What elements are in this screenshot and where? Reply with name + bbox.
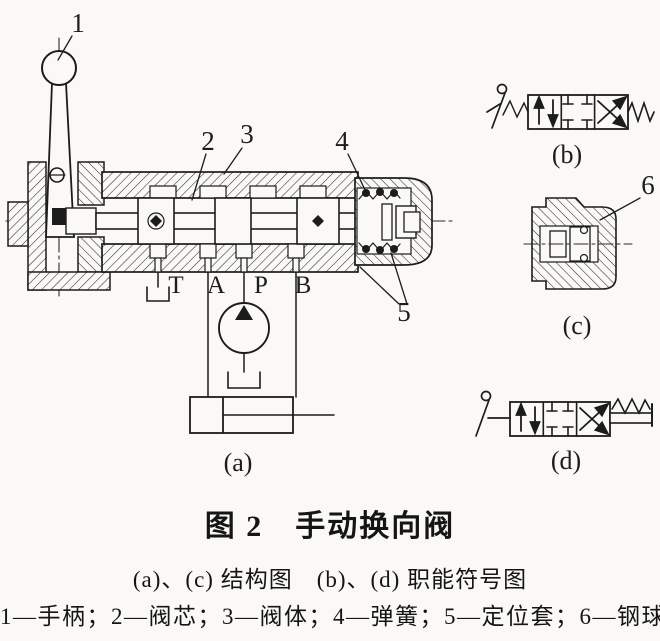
flow-arrows-parallel	[533, 94, 559, 129]
sublabel-a: (a)	[224, 448, 253, 477]
callout-3-leader	[223, 147, 243, 175]
figure-image: 1 2 3 4 5 T A P B (a)	[5, 8, 655, 477]
callout-6: 6	[641, 170, 655, 200]
port-label-b: B	[295, 272, 312, 299]
spool-lands	[137, 197, 340, 245]
valve-box-b	[527, 94, 629, 130]
figure-subtitle: (a)、(c) 结构图 (b)、(d) 职能符号图	[132, 567, 528, 592]
mount-foot	[27, 271, 111, 291]
callout-6-leader	[599, 197, 641, 221]
mount-left-wall	[27, 161, 47, 291]
spring-coil-dots	[362, 188, 398, 254]
figure-legend: 1—手柄；2—阀芯；3—阀体；4—弹簧；5—定位套；6—钢球	[0, 604, 660, 629]
lever-symbol	[486, 83, 529, 129]
handle-knob	[41, 50, 77, 86]
tank-symbol-t	[146, 286, 170, 302]
mount-gland-upper	[77, 161, 105, 206]
pump-flow-triangle	[235, 305, 253, 320]
structural-diagram-a: 1 2 3 4 5 T A P B (a)	[5, 8, 453, 477]
flow-arrows-parallel	[515, 401, 541, 436]
crossed-flow-arrows	[579, 402, 610, 436]
mount-gland-lower	[77, 236, 105, 273]
detent-ball	[579, 253, 589, 263]
blocked-port-symbols	[562, 94, 593, 130]
symbol-diagram-b: (b)	[486, 83, 655, 169]
callout-5: 5	[397, 297, 411, 327]
callout-2-leader	[191, 153, 207, 201]
callout-5-leader	[390, 252, 408, 305]
mount-boss	[7, 201, 29, 247]
callout-4-leader	[347, 153, 367, 193]
callout-5-leader	[359, 266, 400, 305]
spool-pin-marker	[312, 215, 324, 227]
end-plug	[403, 211, 421, 233]
lever-symbol	[475, 390, 511, 437]
tank-symbol-pump	[227, 371, 261, 389]
detail-diagram-c: 6 (c)	[523, 170, 655, 340]
callout-2: 2	[201, 126, 215, 156]
port-label-t: T	[168, 272, 183, 299]
spring-symbol	[611, 397, 651, 415]
detent-ball	[579, 225, 589, 235]
callout-1: 1	[71, 8, 85, 38]
spring-symbol	[627, 100, 655, 124]
detent-rod	[609, 412, 653, 424]
sublabel-c: (c)	[563, 311, 592, 340]
port-label-a: A	[207, 272, 225, 299]
sublabel-b: (b)	[552, 140, 582, 169]
sublabel-d: (d)	[551, 446, 581, 475]
spool-clevis	[65, 207, 97, 235]
figure-title: 图 2 手动换向阀	[204, 510, 456, 543]
body-bottom-band	[101, 243, 359, 273]
valve-box-d	[509, 401, 611, 437]
spool-end-washer	[381, 203, 393, 241]
callout-1-leader	[57, 35, 73, 61]
port-label-p: P	[254, 272, 268, 299]
spool-pin-marker	[150, 215, 162, 227]
symbol-diagram-d: (d)	[475, 390, 653, 475]
callout-4: 4	[335, 126, 349, 156]
lever-link-pin	[52, 208, 66, 225]
blocked-port-symbols	[546, 401, 574, 437]
crossed-flow-arrows	[597, 95, 628, 129]
port-slots	[149, 243, 305, 273]
callout-3: 3	[240, 119, 254, 149]
